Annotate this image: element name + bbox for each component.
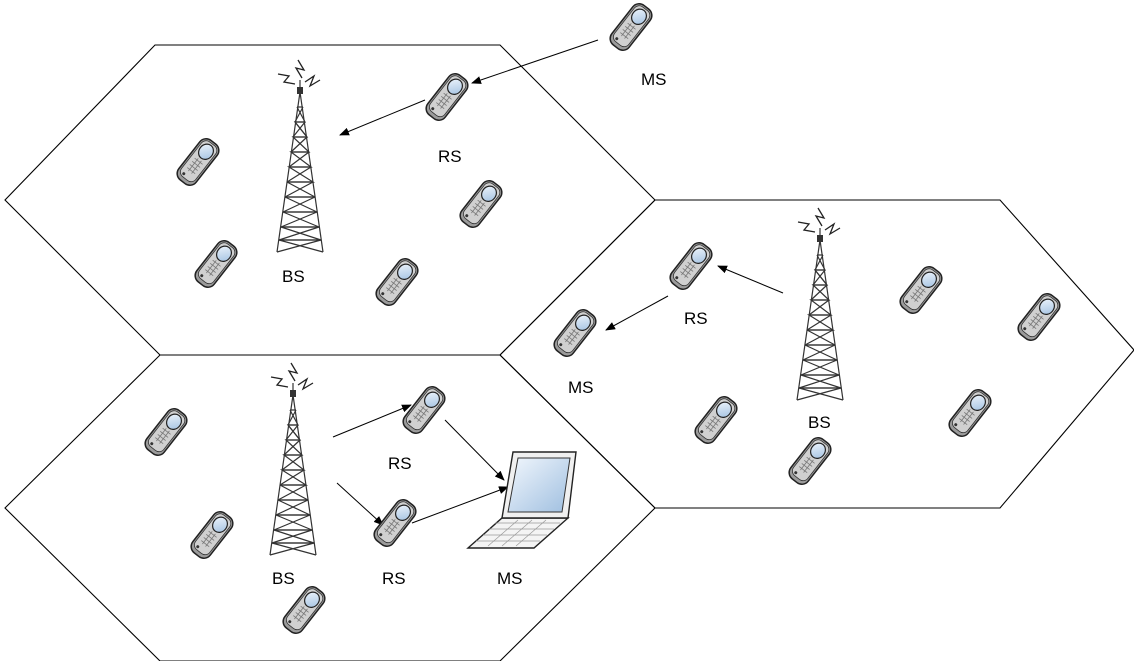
mobile-phone-icon bbox=[785, 433, 835, 489]
mobile-phone-icon bbox=[945, 385, 995, 441]
link-bs-to-rs-lower bbox=[336, 482, 384, 526]
mobile-phone-icon bbox=[173, 134, 223, 190]
mobile-phone-icon bbox=[372, 254, 422, 310]
cell-tower-icon bbox=[276, 59, 324, 253]
link-rs-lower-to-laptop bbox=[411, 486, 509, 524]
link-rs-to-bs-top bbox=[339, 99, 426, 136]
link-rs-to-ms-right bbox=[605, 295, 669, 331]
bs-label: BS bbox=[808, 413, 831, 432]
rs-label: RS bbox=[388, 454, 412, 473]
hex-cell-bottom-left bbox=[4, 354, 656, 661]
ms-label: MS bbox=[641, 70, 667, 89]
mobile-phone-icon bbox=[370, 495, 420, 551]
bs-label: BS bbox=[272, 569, 295, 588]
mobile-phone-icon bbox=[1014, 289, 1064, 345]
mobile-phone-icon bbox=[187, 507, 237, 563]
ms-label: MS bbox=[497, 569, 523, 588]
hex-cell-top-left bbox=[4, 44, 656, 356]
mobile-phone-icon bbox=[399, 382, 449, 438]
rs-label: RS bbox=[382, 569, 406, 588]
ms-label: MS bbox=[568, 378, 594, 397]
cell-tower-icon bbox=[269, 362, 317, 556]
link-ms-to-rs-top bbox=[471, 39, 599, 84]
mobile-phone-icon bbox=[279, 582, 329, 638]
link-bs-to-rs-right bbox=[717, 265, 784, 294]
cell-tower-icon bbox=[796, 207, 844, 401]
mobile-phone-icon bbox=[691, 392, 741, 448]
mobile-phone-icon bbox=[666, 238, 716, 294]
laptop-icon bbox=[467, 451, 577, 549]
mobile-phone-icon bbox=[191, 236, 241, 292]
mobile-phone-icon bbox=[606, 0, 656, 55]
link-bs-to-rs-upper bbox=[332, 404, 412, 438]
mobile-phone-icon bbox=[141, 404, 191, 460]
mobile-phone-icon bbox=[422, 69, 472, 125]
mobile-phone-icon bbox=[456, 176, 506, 232]
rs-label: RS bbox=[684, 309, 708, 328]
mobile-phone-icon bbox=[896, 262, 946, 318]
rs-label: RS bbox=[438, 147, 462, 166]
mobile-phone-icon bbox=[550, 305, 600, 361]
bs-label: BS bbox=[282, 267, 305, 286]
link-rs-upper-to-laptop bbox=[444, 419, 505, 481]
